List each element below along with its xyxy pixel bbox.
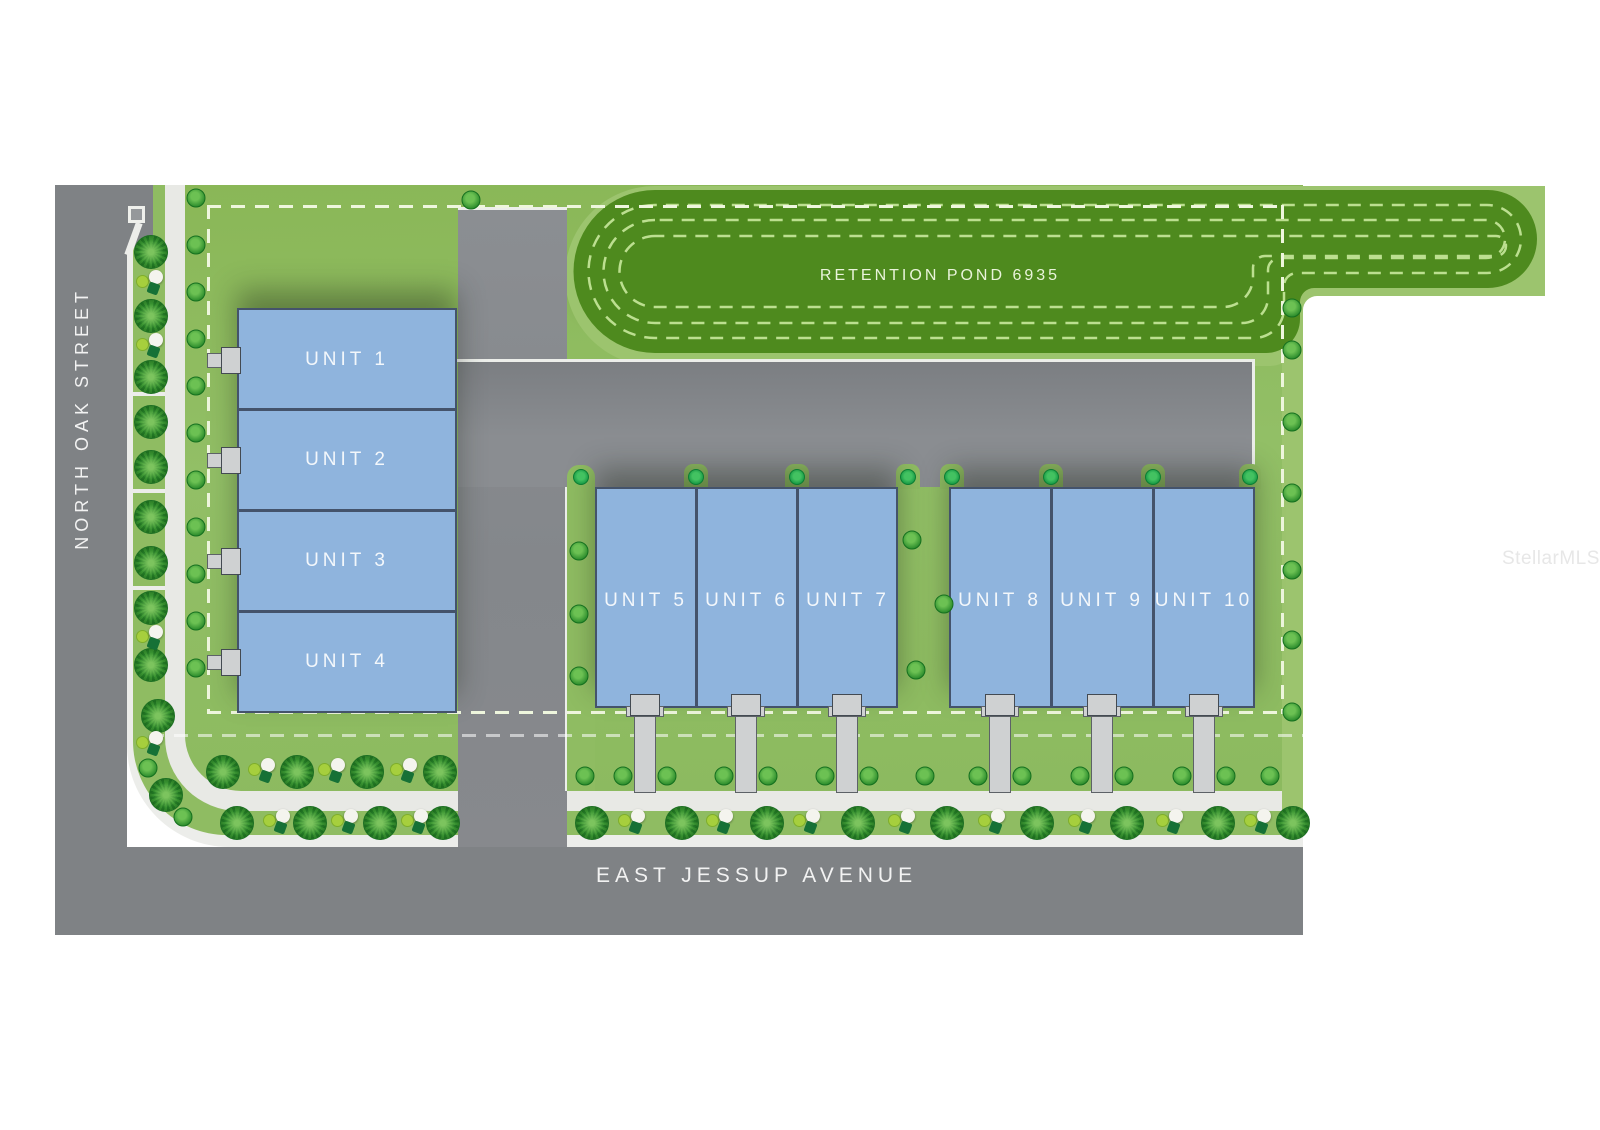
planting-tab	[684, 464, 708, 489]
driveway	[1091, 716, 1113, 793]
planting-tab	[1039, 464, 1063, 489]
unit-divider	[239, 509, 455, 512]
unit-3-label: UNIT 3	[305, 550, 389, 571]
access-drive	[458, 210, 567, 847]
planting-tab	[567, 465, 595, 791]
building-units-8-10	[949, 487, 1255, 708]
utility-pad	[128, 206, 145, 223]
unit-2-label: UNIT 2	[305, 449, 389, 470]
unit-6-label: UNIT 6	[705, 590, 789, 611]
north-oak-street-road	[55, 185, 127, 935]
unit-8-label: UNIT 8	[958, 590, 1042, 611]
planting-tab	[1239, 464, 1261, 489]
driveway-apron	[221, 548, 241, 575]
unit-divider	[239, 408, 455, 411]
driveway-head	[1189, 694, 1219, 716]
parking-court	[458, 362, 1253, 487]
walkway-cut	[133, 586, 165, 590]
driveway	[989, 716, 1011, 793]
driveway-head	[630, 694, 660, 716]
setback-line-south	[150, 734, 1303, 737]
unit-divider	[1050, 489, 1053, 706]
building-units-5-7	[595, 487, 898, 708]
retention-pond-label: RETENTION POND 6935	[819, 267, 1061, 284]
driveway	[735, 716, 757, 793]
planting-tab	[1141, 464, 1165, 489]
planting-tab	[940, 464, 964, 489]
driveway-apron	[221, 447, 241, 474]
unit-divider	[239, 610, 455, 613]
unit-5-label: UNIT 5	[604, 590, 688, 611]
driveway-head	[985, 694, 1015, 716]
driveway-apron	[221, 347, 241, 374]
driveway	[1193, 716, 1215, 793]
unit-divider	[1152, 489, 1155, 706]
driveway	[836, 716, 858, 793]
walkway-cut	[133, 489, 165, 493]
stellar-mls-watermark: StellarMLS	[1502, 548, 1600, 569]
boundary-line-north	[207, 205, 1285, 208]
curb-line	[565, 487, 568, 791]
driveway	[634, 716, 656, 793]
east-jessup-avenue-label: EAST JESSUP AVENUE	[596, 864, 918, 887]
curb-line	[1252, 362, 1255, 487]
east-jessup-avenue-road	[55, 847, 1303, 935]
unit-1-label: UNIT 1	[305, 349, 389, 370]
boundary-line-east	[1281, 205, 1284, 714]
planting-tab	[896, 464, 920, 489]
unit-divider	[796, 489, 799, 706]
driveway-head	[1087, 694, 1117, 716]
driveway-apron	[221, 649, 241, 676]
unit-10-label: UNIT 10	[1154, 590, 1254, 611]
walkway-cut	[133, 392, 165, 396]
driveway-head	[731, 694, 761, 716]
driveway-head	[832, 694, 862, 716]
unit-7-label: UNIT 7	[806, 590, 890, 611]
unit-9-label: UNIT 9	[1060, 590, 1144, 611]
unit-divider	[695, 489, 698, 706]
planting-tab	[785, 464, 809, 489]
curb-line	[456, 359, 1255, 362]
north-oak-street-label: NORTH OAK STREET	[72, 287, 92, 550]
unit-4-label: UNIT 4	[305, 651, 389, 672]
curb-line	[458, 207, 567, 210]
